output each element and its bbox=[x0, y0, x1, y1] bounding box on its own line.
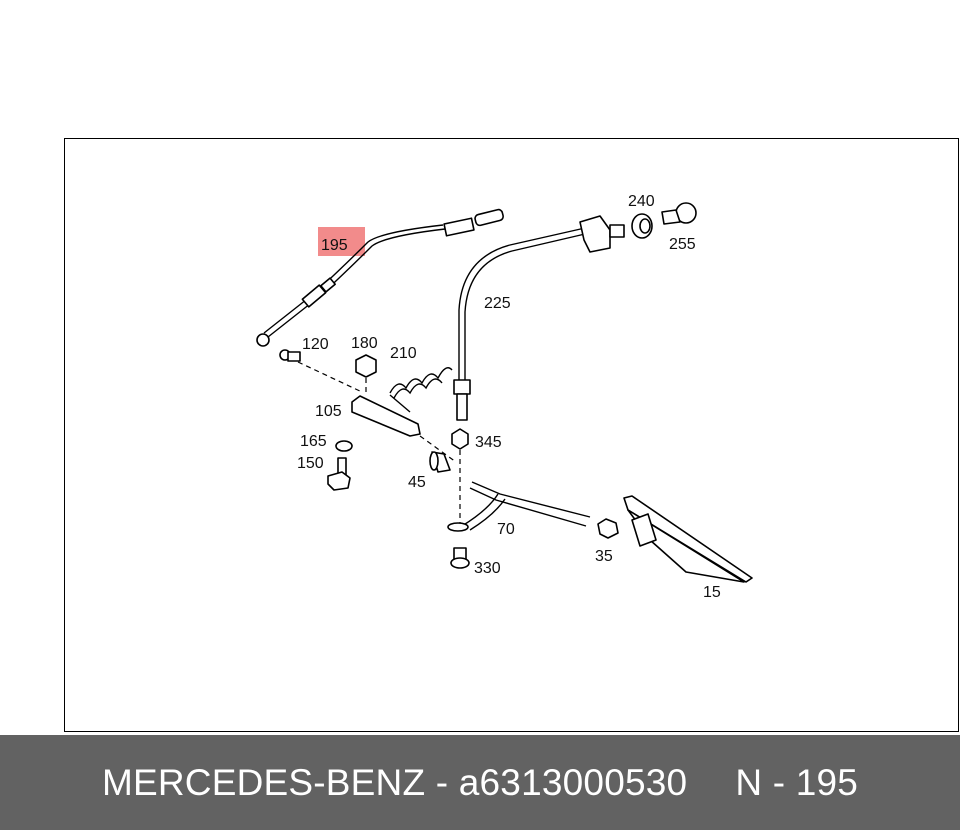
spring-210 bbox=[389, 367, 453, 413]
shaft-70 bbox=[447, 481, 591, 532]
bushing-330 bbox=[450, 547, 470, 569]
footer-bar: MERCEDES-BENZ - a6313000530 N - 195 bbox=[0, 735, 960, 830]
nut-180 bbox=[355, 354, 377, 396]
bushing-45 bbox=[429, 451, 451, 473]
nut-35 bbox=[597, 518, 619, 539]
callout-105: 105 bbox=[315, 403, 342, 420]
footer-position: N - 195 bbox=[735, 761, 859, 803]
footer-separator: - bbox=[435, 761, 449, 803]
footer-brand: MERCEDES-BENZ bbox=[101, 761, 426, 803]
callout-180: 180 bbox=[351, 335, 378, 352]
callout-165: 165 bbox=[300, 433, 327, 450]
cable-225 bbox=[453, 215, 625, 421]
pin-120 bbox=[279, 349, 363, 393]
clip-255 bbox=[661, 202, 697, 225]
grommet-240 bbox=[631, 213, 653, 239]
pedal-15 bbox=[623, 495, 753, 583]
nut-345 bbox=[451, 428, 469, 450]
callout-345: 345 bbox=[475, 434, 502, 451]
callout-255: 255 bbox=[669, 236, 696, 253]
callout-330: 330 bbox=[474, 560, 501, 577]
diagram-frame bbox=[64, 138, 959, 732]
callout-45: 45 bbox=[408, 474, 426, 491]
callout-210: 210 bbox=[390, 345, 417, 362]
footer-part-number: a6313000530 bbox=[458, 761, 688, 803]
callout-35: 35 bbox=[595, 548, 613, 565]
callout-15: 15 bbox=[703, 584, 721, 601]
washer-165 bbox=[335, 440, 353, 452]
callout-240: 240 bbox=[628, 193, 655, 210]
callout-225: 225 bbox=[484, 295, 511, 312]
callout-70: 70 bbox=[497, 521, 515, 538]
cable-195 bbox=[256, 208, 504, 347]
callout-120: 120 bbox=[302, 336, 329, 353]
callout-195: 195 bbox=[321, 237, 348, 254]
callout-150: 150 bbox=[297, 455, 324, 472]
lever-105 bbox=[351, 395, 457, 463]
callout-195-highlight bbox=[318, 227, 365, 256]
bolt-150 bbox=[327, 457, 351, 491]
